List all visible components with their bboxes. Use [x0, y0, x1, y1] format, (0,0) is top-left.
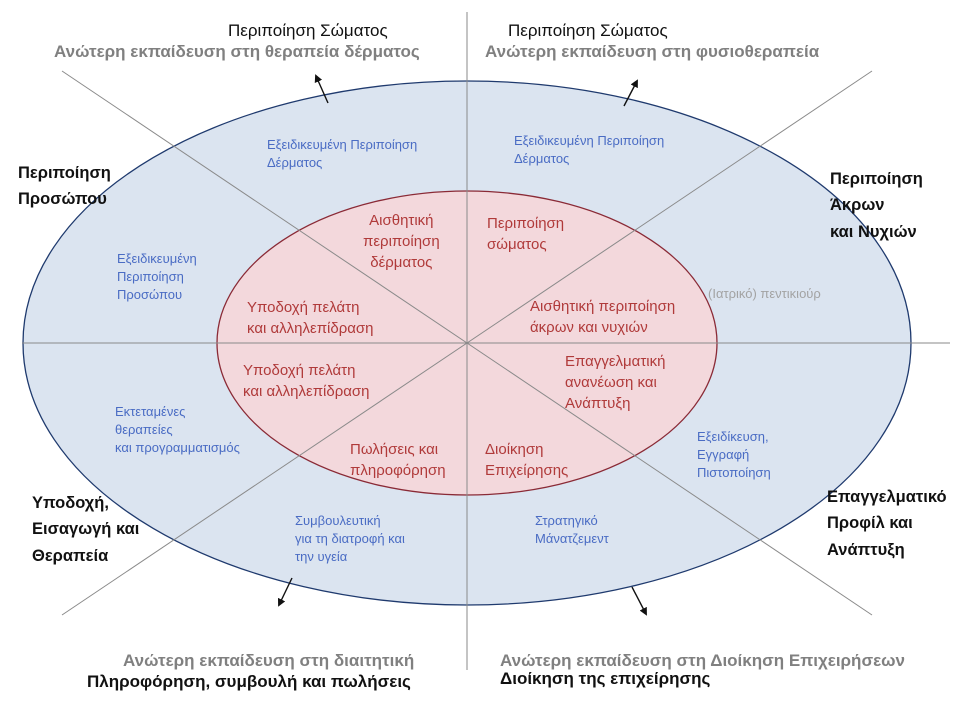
arrow-top-left [314, 74, 329, 104]
category-professional-profile: Επαγγελματικό Προφίλ και Ανάπτυξη [827, 488, 947, 559]
inner-label-left-lower: Υποδοχή πελάτη και αλληλεπίδραση [243, 362, 370, 400]
arrow-top-right [623, 79, 638, 107]
category-hands-nails: Περιποίηση Άκρων και Νυχιών [830, 170, 923, 241]
category-face-care: Περιποίηση Προσώπου [18, 164, 111, 209]
top-left-title: Περιποίηση Σώματος [228, 21, 388, 40]
outer-label-top-right: Εξειδικευμένη Περιποίηση Δέρματος [514, 133, 665, 167]
outer-label-top-left: Εξειδικευμένη Περιποίηση Δέρματος [267, 137, 418, 171]
arrow-bottom-left [277, 577, 293, 607]
outer-label-bottom-left: Συμβουλευτική για τη διατροφή και την υγ… [295, 513, 405, 565]
outer-label-right-lower: Εξειδίκευση, Εγγραφή Πιστοποίηση [697, 429, 771, 481]
outer-label-bottom-right: Στρατηγικό Μάνατζεμεντ [535, 513, 609, 547]
outer-label-left-upper: Εξειδικευμένη Περιποίηση Προσώπου [117, 251, 197, 303]
inner-label-top-left: Αισθητική περιποίηση δέρματος [363, 212, 440, 271]
bottom-left-title: Πληροφόρηση, συμβουλή και πωλήσεις [87, 672, 411, 691]
diagonal-axis-falling [61, 70, 873, 616]
inner-label-bottom-right: Διοίκηση Επιχείρησης [485, 441, 569, 479]
outer-label-right-upper: (Ιατρικό) πεντικιούρ [708, 286, 821, 301]
top-right-title: Περιποίηση Σώματος [508, 21, 668, 40]
axis-lines [22, 12, 950, 670]
inner-label-left-upper: Υποδοχή πελάτη και αλληλεπίδραση [247, 299, 374, 337]
inner-label-right-upper: Αισθητική περιποίηση άκρων και νυχιών [530, 298, 676, 336]
inner-label-top-right: Περιποίηση σώματος [487, 215, 565, 253]
bottom-right-title: Διοίκηση της επιχείρησης [500, 669, 711, 688]
bottom-left-subtitle: Ανώτερη εκπαίδευση στη διαιτητική [123, 651, 415, 670]
inner-label-right-lower: Επαγγελματική ανανέωση και Ανάπτυξη [565, 353, 666, 412]
inner-label-bottom-left: Πωλήσεις και πληροφόρηση [350, 441, 446, 479]
outer-label-left-lower: Εκτεταμένες θεραπείες και προγραμματισμό… [115, 404, 240, 456]
bottom-right-subtitle: Ανώτερη εκπαίδευση στη Διοίκηση Επιχειρή… [500, 651, 905, 670]
direction-arrows [277, 74, 647, 616]
top-right-subtitle: Ανώτερη εκπαίδευση στη φυσιοθεραπεία [485, 42, 820, 61]
category-reception: Υποδοχή, Εισαγωγή και Θεραπεία [32, 494, 140, 565]
top-left-subtitle: Ανώτερη εκπαίδευση στη θεραπεία δέρματος [54, 42, 420, 61]
arrow-bottom-right [631, 586, 647, 616]
